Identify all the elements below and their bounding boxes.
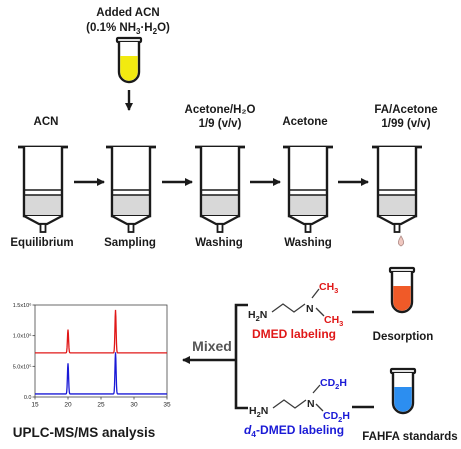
series-line-1 xyxy=(35,309,167,354)
plot-frame xyxy=(34,304,168,398)
dmed-h2n: H2N xyxy=(248,309,267,323)
cartridge-row xyxy=(18,145,422,233)
dmed-labeling-label: DMED labeling xyxy=(252,327,336,341)
cartridge-3 xyxy=(195,145,245,233)
d4-dmed-molecule: H2N N CD2H CD2H xyxy=(249,377,350,424)
d4-h2n: H2N xyxy=(249,405,268,419)
cartridge-4-bottom-label: Washing xyxy=(284,237,332,249)
cartridge-2-bottom-label: Sampling xyxy=(104,237,156,249)
cartridge-3-bottom-label: Washing xyxy=(195,237,243,249)
bracket xyxy=(234,303,248,410)
y-tick-label: 5.0x10⁵ xyxy=(13,363,32,370)
x-tick-label: 15 xyxy=(31,402,39,409)
d4-cd2h-top: CD2H xyxy=(320,377,347,391)
d4-chain xyxy=(272,399,307,409)
series-line-2 xyxy=(35,352,167,395)
d4-dmed-labeling-label: d4-DMED labeling xyxy=(244,423,344,439)
cartridge-3-top-label-2: 1/9 (v/v) xyxy=(199,118,242,130)
dmed-ch3-bottom: CH3 xyxy=(324,314,343,328)
mixed-label: Mixed xyxy=(192,338,232,354)
cartridge-3-top-label-1: Acetone/H₂O xyxy=(185,104,256,116)
dmed-n: N xyxy=(306,303,314,315)
fahfa-standards-label: FAHFA standards xyxy=(362,431,457,443)
cartridge-1 xyxy=(18,145,68,233)
cartridge-1-bottom-label: Equilibrium xyxy=(10,237,73,249)
y-tick-label: 1.5x10⁶ xyxy=(13,302,32,309)
cartridge-1-top-label: ACN xyxy=(34,116,59,128)
cartridge-4-top-label: Acetone xyxy=(282,116,327,128)
desorption-label: Desorption xyxy=(373,331,434,343)
y-tick-label: 1.0x10⁶ xyxy=(13,333,32,340)
reagent-label-line2: (0.1% NH3·H2O) xyxy=(86,22,170,36)
x-tick-label: 30 xyxy=(130,402,138,409)
yellow-liquid xyxy=(120,56,138,81)
x-tick-label: 25 xyxy=(97,402,105,409)
y-tick-label: 0.0 xyxy=(24,395,32,401)
desorption-tube-icon xyxy=(388,266,416,314)
cartridge-4 xyxy=(283,145,333,233)
d4-n: N xyxy=(307,398,315,410)
standards-tube-icon xyxy=(389,367,417,415)
uplc-label: UPLC-MS/MS analysis xyxy=(13,425,156,440)
droplet-icon xyxy=(397,235,405,247)
dmed-ch3-top: CH3 xyxy=(319,281,338,295)
cartridge-5-top-label-1: FA/Acetone xyxy=(374,104,437,116)
dmed-chain xyxy=(271,303,306,313)
dmed-molecule: H2N N CH3 CH3 xyxy=(248,281,343,328)
cartridge-5 xyxy=(372,145,422,233)
reagent-label-line1: Added ACN xyxy=(96,7,159,19)
reagent-tube-icon xyxy=(115,36,143,84)
x-tick-label: 20 xyxy=(64,402,72,409)
cartridge-2 xyxy=(106,145,156,233)
x-tick-label: 35 xyxy=(163,402,171,409)
chromatogram: 15 20 25 30 35 0.0 5.0x10⁵ 1.0x10⁶ 1.5x10⁶ xyxy=(13,302,171,409)
d4-cd2h-bottom: CD2H xyxy=(323,410,350,424)
cartridge-5-top-label-2: 1/99 (v/v) xyxy=(381,118,430,130)
